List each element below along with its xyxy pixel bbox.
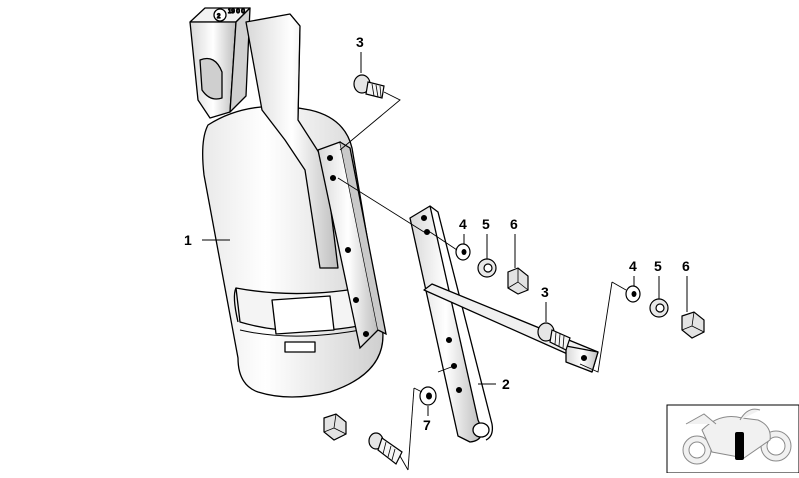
callout-2: 2 — [502, 376, 510, 392]
callout-5-right: 5 — [654, 258, 662, 274]
leader-lines — [202, 52, 688, 416]
bracket-plate — [409, 205, 599, 443]
bolt-middle — [537, 322, 571, 351]
assembly-lines — [337, 91, 627, 471]
callout-5-left: 5 — [482, 216, 490, 232]
nut-6a — [507, 267, 529, 295]
extinguisher-code: 19 0 0 — [228, 9, 245, 15]
callout-6-right: 6 — [682, 258, 690, 274]
callout-1: 1 — [184, 232, 192, 248]
extinguisher-badge: 2 — [217, 14, 221, 20]
callout-7: 7 — [423, 417, 431, 433]
highlight-marker — [735, 432, 744, 460]
callout-3-top: 3 — [356, 34, 364, 50]
bolt-bottom — [368, 432, 403, 465]
nut-6c — [323, 413, 347, 441]
nut-6b — [681, 311, 705, 339]
callout-6-left: 6 — [510, 216, 518, 232]
callout-4-right: 4 — [629, 258, 637, 274]
lock-washer-5b — [649, 298, 669, 318]
motorcycle-locator-thumbnail — [666, 404, 799, 474]
bolt-top — [353, 74, 385, 99]
callout-4-left: 4 — [459, 216, 467, 232]
callout-3-middle: 3 — [541, 284, 549, 300]
mounting-rail — [317, 141, 387, 350]
lock-washer-5a — [477, 258, 497, 278]
